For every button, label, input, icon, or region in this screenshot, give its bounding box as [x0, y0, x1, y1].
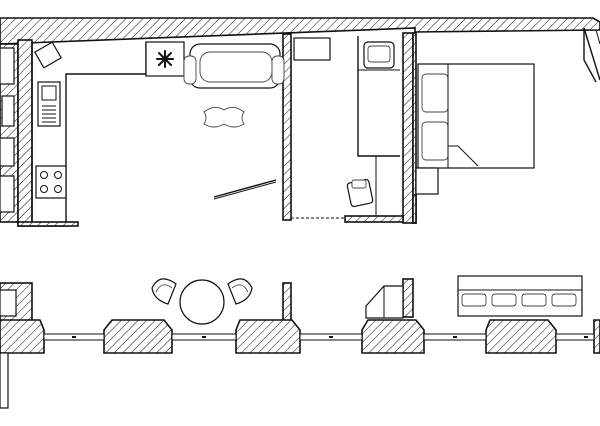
balcony — [0, 275, 600, 409]
bistro-chair-right[interactable] — [227, 278, 253, 305]
bath-fixture-4[interactable] — [0, 175, 15, 213]
study-room — [291, 36, 404, 223]
top-wall — [0, 17, 600, 45]
bistro-table[interactable] — [179, 279, 225, 325]
balcony-stub-inner — [0, 289, 17, 317]
bath-fixture-1[interactable] — [0, 47, 15, 85]
kitchen-sink[interactable] — [37, 81, 61, 127]
nightstand-bottom[interactable] — [415, 167, 439, 195]
bath-fixture-3[interactable] — [0, 137, 15, 167]
partition-wall-2 — [402, 32, 414, 224]
double-bed[interactable] — [417, 63, 535, 169]
bedroom-door[interactable] — [583, 27, 600, 83]
kitchen-left-wall — [17, 39, 33, 227]
facade-piers — [0, 319, 600, 354]
balcony-column-2 — [282, 282, 292, 322]
freezer-unit[interactable] — [145, 41, 185, 77]
exterior-walls — [0, 17, 600, 227]
balcony-planter[interactable] — [365, 285, 404, 319]
facade-windows[interactable] — [43, 333, 595, 341]
outdoor-bench[interactable] — [457, 275, 583, 317]
study-desk[interactable] — [357, 36, 400, 157]
balcony-column-3 — [402, 278, 414, 318]
sofa[interactable] — [183, 43, 285, 89]
living-door-swing[interactable] — [213, 179, 277, 200]
bath-strip — [0, 47, 15, 213]
bistro-chair-left[interactable] — [151, 278, 177, 305]
study-shelf[interactable] — [293, 37, 331, 61]
coffee-table[interactable] — [203, 107, 245, 128]
snowflake-icon — [156, 50, 174, 68]
bedroom — [412, 27, 600, 224]
study-chair-top[interactable] — [363, 41, 395, 69]
lower-left-post — [0, 352, 9, 409]
stove[interactable] — [35, 165, 67, 199]
bath-fixture-2[interactable] — [1, 95, 15, 127]
study-bottom-wall — [344, 215, 404, 223]
bedroom-bottom-wall — [412, 194, 417, 224]
partition-wall-1 — [282, 33, 292, 221]
study-chair-bottom[interactable] — [346, 178, 374, 208]
kitchen-chair-corner[interactable] — [34, 41, 62, 69]
kitchen-bottom-wall — [17, 221, 79, 227]
kitchen-living-room — [17, 41, 285, 227]
